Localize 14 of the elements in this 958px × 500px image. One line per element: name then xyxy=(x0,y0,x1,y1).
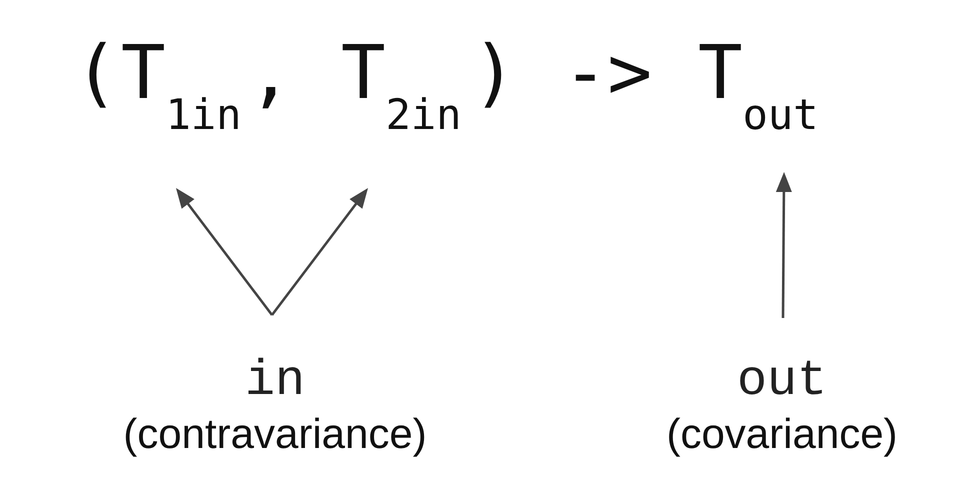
closing-parenthesis: ) xyxy=(472,36,517,110)
keyword-label: in xyxy=(244,354,305,410)
type-parameter: T$_{2in}$ xyxy=(341,36,462,136)
type-parameter: T$_{out}$ xyxy=(698,36,818,136)
comma: , xyxy=(248,36,293,110)
keyword-label: out xyxy=(736,354,827,410)
arrow xyxy=(776,172,792,318)
arrow xyxy=(176,188,273,316)
arrow-operator: -> xyxy=(563,36,652,110)
arrow xyxy=(271,188,368,316)
variance-caption: (contravariance) xyxy=(123,410,427,458)
type-parameter: T$_{1in}$ xyxy=(121,36,242,136)
opening-parenthesis: ( xyxy=(74,36,119,110)
variance-caption: (covariance) xyxy=(666,410,898,458)
